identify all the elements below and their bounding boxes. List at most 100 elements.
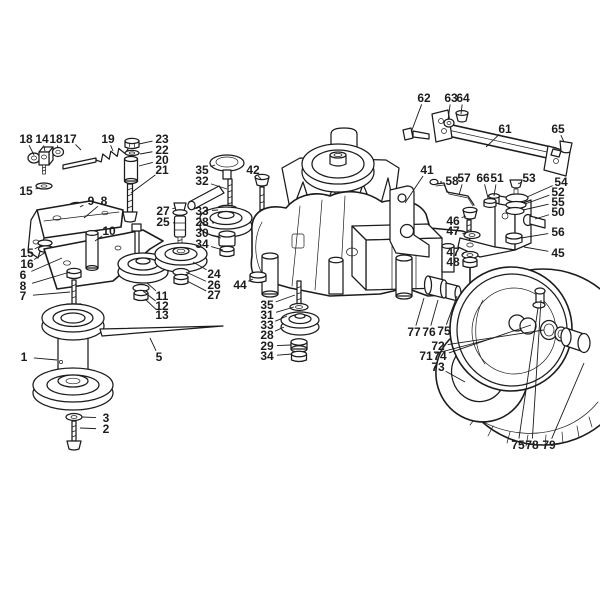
- leader-line-26: [185, 271, 207, 282]
- callout-47: 47: [446, 245, 460, 259]
- callout-61: 61: [498, 122, 512, 136]
- callout-8: 8: [20, 279, 27, 293]
- leader-line-12: [142, 290, 156, 302]
- valve-stem-78: [532, 287, 546, 309]
- leader-line-64: [460, 104, 463, 115]
- callout-57: 57: [457, 171, 471, 185]
- bolt-2: [66, 420, 82, 451]
- leader-line-3: [81, 416, 97, 419]
- leader-line-35: [275, 294, 296, 303]
- brake-rod-57: [429, 178, 475, 207]
- callout-10: 10: [102, 224, 116, 238]
- leader-line-53: [517, 181, 522, 185]
- leader-line-15: [35, 187, 41, 190]
- callout-18: 18: [49, 132, 63, 146]
- bolt-50: [522, 213, 546, 229]
- leader-line-65: [560, 135, 565, 143]
- leader-line-1: [33, 357, 58, 361]
- callout-71: 71: [419, 349, 433, 363]
- leader-line-18: [56, 145, 59, 149]
- leader-line-34: [276, 353, 293, 356]
- leader-line-42: [257, 175, 262, 180]
- callout-15: 15: [20, 246, 34, 260]
- leader-line-30: [211, 235, 222, 239]
- callout-18: 18: [19, 132, 33, 146]
- leader-line-44: [247, 278, 254, 282]
- leader-line-57: [458, 184, 463, 196]
- leader-line-79: [551, 362, 585, 439]
- bolt-42: [254, 173, 270, 224]
- leader-line-55: [522, 203, 549, 211]
- leader-line-78: [531, 299, 542, 439]
- leader-line-14: [43, 145, 46, 152]
- pin-58: [429, 178, 439, 186]
- input-pulley: [301, 143, 375, 193]
- leader-line-47: [462, 232, 467, 235]
- leader-line-50: [534, 214, 550, 220]
- standoff-10: [85, 229, 99, 272]
- leader-line-31: [275, 306, 295, 313]
- callout-76: 76: [422, 325, 436, 339]
- stub-axle: [560, 327, 591, 354]
- leader-line-32: [210, 183, 228, 190]
- callout-73: 73: [431, 360, 445, 374]
- callout-30: 30: [195, 226, 209, 240]
- callout-75: 75: [437, 324, 451, 338]
- callout-34: 34: [260, 349, 274, 363]
- callout-66: 66: [476, 171, 490, 185]
- callout-45: 45: [551, 246, 565, 260]
- leader-line-6: [31, 257, 63, 272]
- leader-line-17: [75, 144, 82, 151]
- leader-line-2: [79, 427, 97, 430]
- callout-19: 19: [101, 132, 115, 146]
- wheel-rim: [449, 266, 591, 392]
- callout-62: 62: [417, 91, 431, 105]
- spring-19: [95, 147, 129, 163]
- leader-line-75: [518, 307, 539, 439]
- washer-63: [443, 118, 455, 128]
- leader-line-27: [186, 280, 207, 292]
- callout-74: 74: [433, 349, 447, 363]
- callout-42: 42: [246, 163, 260, 177]
- nut-48: [462, 256, 478, 269]
- idler-pulley-28a: [199, 204, 253, 258]
- callout-6: 6: [20, 268, 27, 282]
- leader-line-45: [523, 246, 549, 252]
- callout-34: 34: [195, 237, 209, 251]
- pivot-bracket-assembly: [27, 200, 164, 314]
- callout-8: 8: [101, 194, 108, 208]
- stack-pulley-1: [32, 303, 114, 451]
- tension-pulley-24: [154, 242, 208, 286]
- callout-33: 33: [195, 204, 209, 218]
- leader-line-61: [485, 134, 500, 148]
- callout-50: 50: [551, 205, 565, 219]
- block-nut-14: [38, 146, 54, 175]
- leader-line-35: [210, 164, 216, 168]
- callout-3: 3: [103, 411, 110, 425]
- spacer-30: [218, 230, 236, 247]
- callout-29: 29: [260, 339, 274, 353]
- leader-line-20: [138, 161, 153, 167]
- callout-79: 79: [542, 438, 556, 452]
- washer-18-right: [51, 146, 65, 158]
- leader-line-62: [411, 104, 423, 131]
- leader-line-77: [415, 297, 425, 326]
- idler-pulley-11: [117, 223, 169, 302]
- callout-26: 26: [207, 278, 221, 292]
- leader-line-21: [130, 174, 156, 194]
- leader-line-66: [484, 184, 489, 199]
- nut-23: [124, 137, 140, 150]
- leader-line-5: [149, 337, 157, 351]
- callout-1: 1: [21, 350, 28, 364]
- callout-77: 77: [407, 325, 421, 339]
- callout-11: 11: [156, 289, 169, 303]
- leader-line-76: [430, 299, 439, 326]
- callout-33: 33: [260, 318, 274, 332]
- leader-line-28: [274, 326, 285, 332]
- washer-3: [65, 412, 83, 422]
- leader-line-29: [276, 344, 292, 347]
- leader-line-56: [520, 233, 549, 239]
- callout-5: 5: [156, 350, 163, 364]
